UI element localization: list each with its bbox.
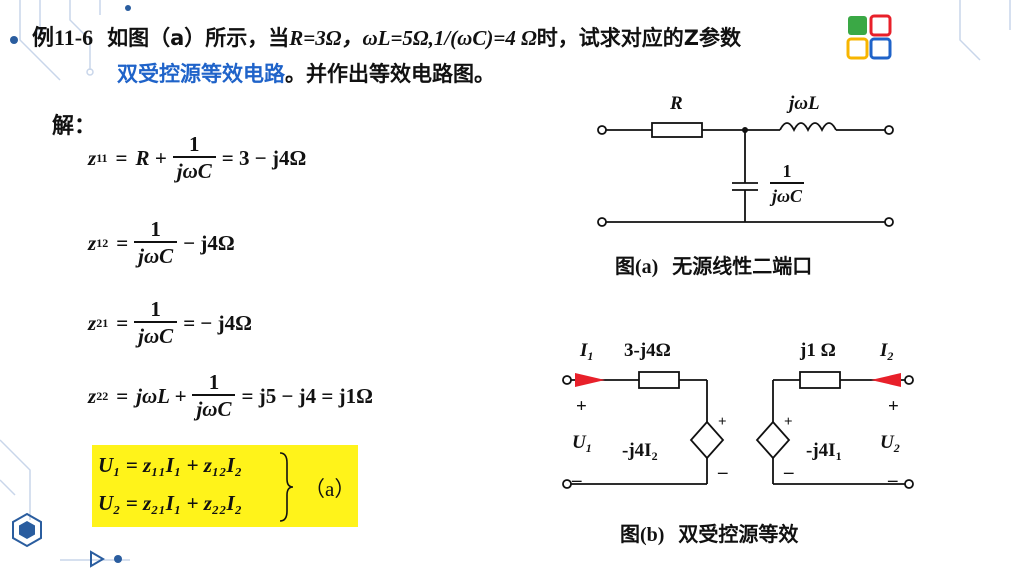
minus-right-port: – [888,470,898,491]
plus-right-port: + [888,396,899,417]
minus-left-source: – [718,462,728,483]
label-right-source: -j4I1 [806,440,842,463]
plus-right-source: + [784,414,793,430]
minus-right-source: – [784,462,794,483]
plus-left-source: + [718,414,727,430]
circuit-diagram-b [562,371,914,489]
label-I1: I1 [580,340,594,363]
circuit-diagram-a [597,122,894,227]
label-I2: I2 [880,340,894,363]
figure-b-caption: 图(b) 双受控源等效 [620,522,799,546]
hexagon-icon [12,512,42,548]
current-arrow-left [575,373,605,387]
current-arrow-right [871,373,901,387]
system-row-1: U₁ = z₁₁I₁ + z₁₂I₂ [98,453,243,477]
example-label: 例11-6 [32,25,94,50]
label-right-impedance: j1 Ω [800,340,836,361]
highlight-text: 双受控源等效电路 [117,62,285,86]
equation-system-box: U₁ = z₁₁I₁ + z₁₂I₂ U₂ = z₂₁I₁ + z₂₂I₂ （a… [92,445,358,527]
brace-icon [279,452,294,522]
solution-label: 解： [52,114,97,139]
system-row-2: U₂ = z₂₁I₁ + z₂₂I₂ [98,491,243,515]
label-capacitor: 1 jωC [770,161,805,206]
logo-icon [846,14,892,60]
figure-a-caption: 图(a) 无源线性二端口 [615,254,813,278]
minus-left-port: – [572,470,582,491]
plus-left-port: + [576,396,587,417]
play-icon [90,550,105,568]
label-jwL: jωL [789,93,820,114]
label-left-source: -j4I2 [622,440,658,463]
label-left-impedance: 3-j4Ω [624,340,671,361]
system-tag: （a） [304,477,356,501]
problem-statement-line2: 双受控源等效电路。并作出等效电路图。 [117,62,495,86]
label-R: R [670,93,683,114]
label-U1: U1 [572,432,592,455]
label-U2: U2 [880,432,900,455]
